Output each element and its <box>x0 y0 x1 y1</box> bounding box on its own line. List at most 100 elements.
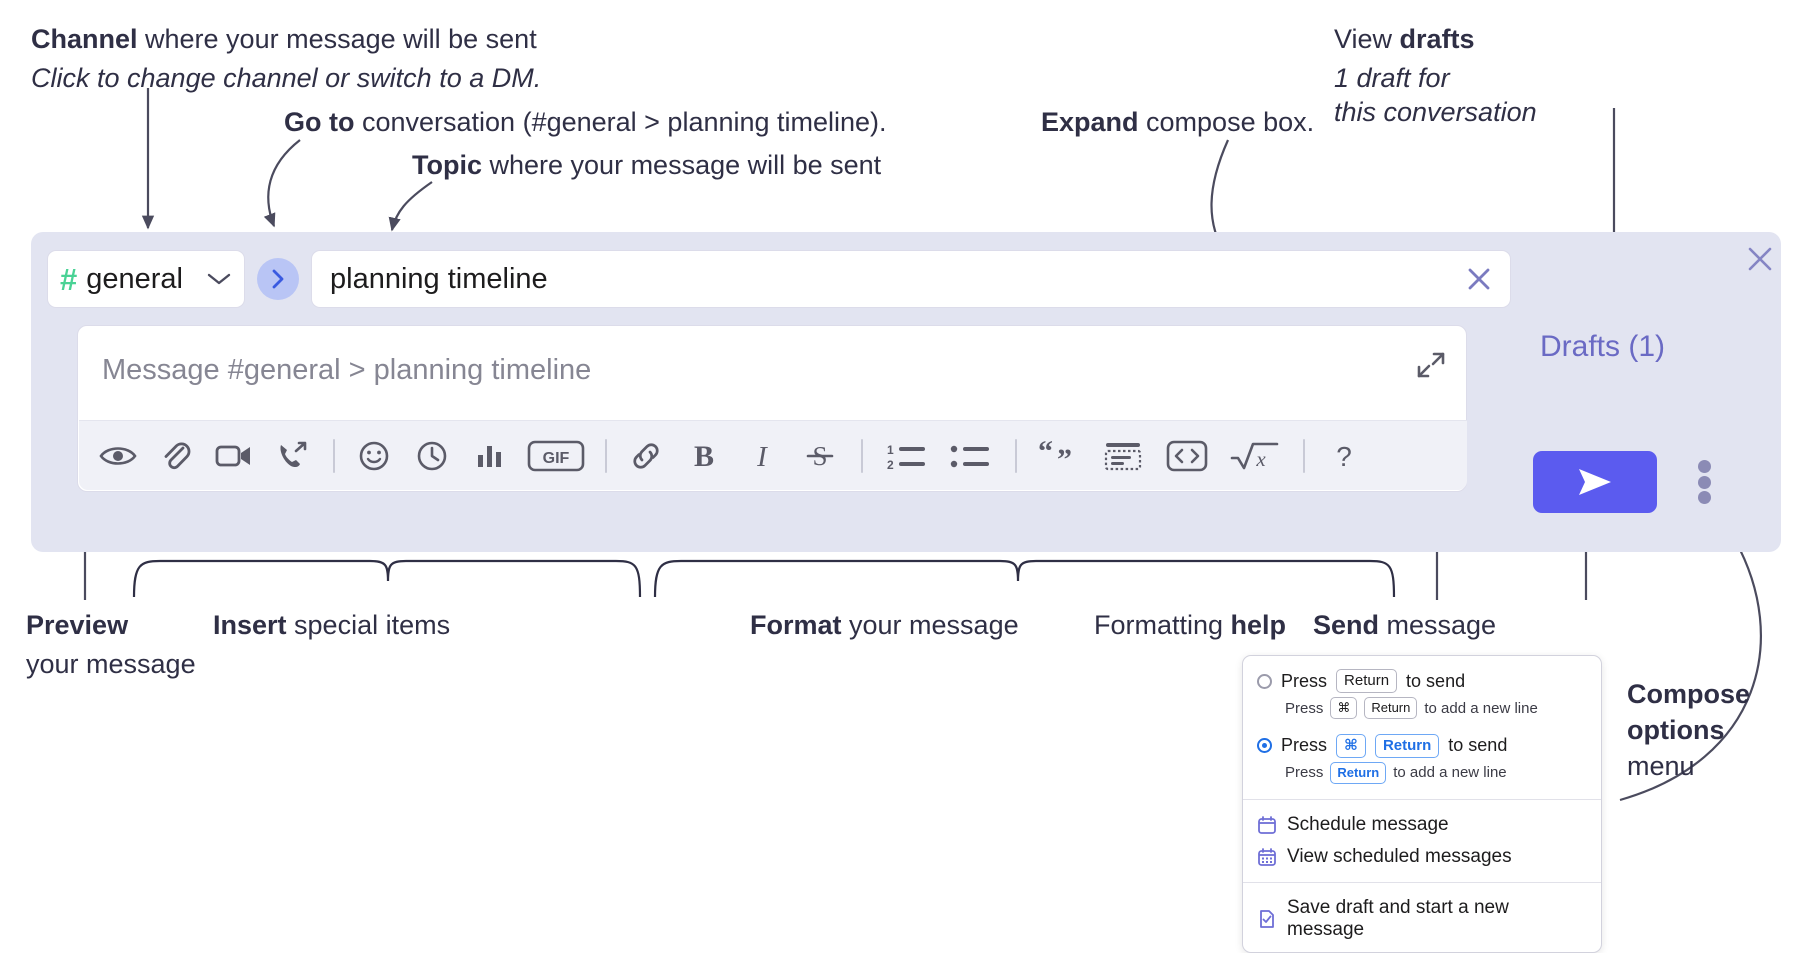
sub-tail-label: to add a new line <box>1393 764 1507 782</box>
preview-eye-icon[interactable] <box>95 433 141 479</box>
topic-value: planning timeline <box>330 262 548 295</box>
annotation-help: Formatting help <box>1094 610 1286 642</box>
expand-compose-icon[interactable] <box>1414 348 1448 382</box>
channel-selector[interactable]: # general <box>47 250 245 308</box>
link-icon[interactable] <box>623 433 669 479</box>
annotation-insert-strong: Insert <box>213 610 287 640</box>
drafts-link[interactable]: Drafts (1) <box>1540 330 1666 363</box>
chevron-down-icon <box>206 271 232 287</box>
annotation-channel-strong: Channel <box>31 24 138 54</box>
radio-press-label: Press <box>1281 670 1328 691</box>
annotation-compose-options-line2: options <box>1627 714 1725 745</box>
annotation-expand-strong: Expand <box>1041 107 1139 137</box>
close-compose-icon[interactable] <box>1744 243 1778 277</box>
annotation-preview-line2: your message <box>26 648 196 679</box>
math-sqrt-icon[interactable]: x <box>1225 433 1285 479</box>
svg-text:I: I <box>756 441 768 473</box>
annotation-drafts-strong: drafts <box>1399 24 1475 54</box>
annotation-topic-rest: where your message will be sent <box>482 150 882 180</box>
annotation-compose-options-line1: Compose <box>1627 679 1751 709</box>
annotation-topic-strong: Topic <box>412 150 482 180</box>
menu-divider <box>1243 881 1601 883</box>
annotation-drafts-prefix: View <box>1334 24 1400 54</box>
annotation-insert: Insert special items <box>213 610 450 642</box>
toolbar-divider <box>333 438 335 473</box>
blockquote-icon[interactable]: “” <box>1033 433 1085 479</box>
annotation-send-strong: Send <box>1313 610 1380 640</box>
svg-text:B: B <box>694 440 714 473</box>
radio-selected-icon <box>1257 738 1272 754</box>
goto-conversation-button[interactable] <box>257 258 299 300</box>
annotation-drafts: View drafts 1 draft for this conversatio… <box>1334 24 1537 129</box>
menu-item-view-scheduled[interactable]: View scheduled messages <box>1243 841 1601 873</box>
send-button[interactable] <box>1533 451 1657 513</box>
menu-radio-return-to-send[interactable]: Press Return to send <box>1243 666 1601 696</box>
radio-tail-label: to send <box>1448 735 1508 756</box>
radio-tail-label: to send <box>1406 670 1466 691</box>
svg-text:x: x <box>1255 447 1266 471</box>
help-question-icon[interactable]: ? <box>1321 433 1367 479</box>
annotation-format: Format your message <box>750 610 1019 642</box>
svg-text:1: 1 <box>887 443 894 457</box>
svg-text:GIF: GIF <box>543 450 570 467</box>
compose-options-button[interactable] <box>1690 460 1718 504</box>
annotation-channel: Channel where your message will be sent … <box>31 24 541 95</box>
kbd-command: ⌘ <box>1336 733 1366 759</box>
close-icon[interactable] <box>1462 262 1496 296</box>
audio-call-icon[interactable] <box>269 433 315 479</box>
annotation-send-rest: message <box>1379 610 1497 640</box>
menu-item-label: Save draft and start a new message <box>1287 896 1509 940</box>
kebab-dot <box>1697 491 1711 504</box>
poll-bar-chart-icon[interactable] <box>467 433 513 479</box>
annotation-channel-rest: where your message will be sent <box>137 24 537 54</box>
message-input-panel[interactable]: Message #general > planning timeline <box>77 325 1467 492</box>
clock-icon[interactable] <box>409 433 455 479</box>
sub-press-label: Press <box>1285 699 1324 717</box>
annotation-compose-options: Compose options menu <box>1627 679 1750 783</box>
bulleted-list-icon[interactable] <box>945 433 997 479</box>
annotation-channel-sub: Click to change channel or switch to a D… <box>31 62 542 93</box>
attachment-paperclip-icon[interactable] <box>153 433 199 479</box>
chevron-right-icon <box>272 269 284 289</box>
annotation-compose-options-line3: menu <box>1627 750 1695 781</box>
emoji-icon[interactable] <box>351 433 397 479</box>
channel-name-label: general <box>86 262 183 295</box>
gif-icon[interactable]: GIF <box>525 433 587 479</box>
annotation-drafts-line3: this conversation <box>1334 96 1537 127</box>
annotation-send: Send message <box>1313 610 1496 642</box>
svg-text:”: ” <box>1057 443 1072 473</box>
topic-input[interactable]: planning timeline <box>311 250 1511 308</box>
annotation-expand-rest: compose box. <box>1138 107 1315 137</box>
menu-subtext-newline-cmd: Press ⌘ Return to add a new line <box>1243 696 1601 725</box>
annotation-format-rest: your message <box>841 610 1019 640</box>
compose-widget: # general planning timeline Message #gen… <box>31 232 1781 552</box>
annotation-help-prefix: Formatting <box>1094 610 1231 640</box>
toolbar-divider <box>1303 438 1305 473</box>
sub-tail-label: to add a new line <box>1424 699 1538 717</box>
menu-item-save-draft[interactable]: Save draft and start a new message <box>1243 892 1601 946</box>
menu-subtext-newline-return: Press Return to add a new line <box>1243 761 1601 790</box>
toolbar-divider <box>861 438 863 473</box>
bold-icon[interactable]: B <box>681 433 727 479</box>
kebab-dot <box>1697 475 1711 489</box>
inline-code-icon[interactable] <box>1161 433 1213 479</box>
strikethrough-icon[interactable]: S <box>797 433 843 479</box>
compose-header-row: # general planning timeline <box>47 250 1511 308</box>
message-placeholder: Message #general > planning timeline <box>102 354 592 386</box>
annotation-topic: Topic where your message will be sent <box>412 150 881 182</box>
annotation-goto-strong: Go to <box>284 107 355 137</box>
annotation-help-strong: help <box>1230 610 1287 640</box>
calendar-clock-icon <box>1257 815 1277 835</box>
menu-radio-cmd-return-to-send[interactable]: Press ⌘ Return to send <box>1243 731 1601 761</box>
video-camera-icon[interactable] <box>211 433 257 479</box>
svg-text:“: “ <box>1038 439 1053 468</box>
menu-item-schedule-message[interactable]: Schedule message <box>1243 809 1601 841</box>
italic-icon[interactable]: I <box>739 433 785 479</box>
annotation-preview: Preview your message <box>26 610 196 681</box>
toolbar-divider <box>1015 438 1017 473</box>
kebab-dot <box>1697 460 1711 473</box>
menu-item-label: Schedule message <box>1287 813 1449 835</box>
code-block-icon[interactable] <box>1097 433 1149 479</box>
